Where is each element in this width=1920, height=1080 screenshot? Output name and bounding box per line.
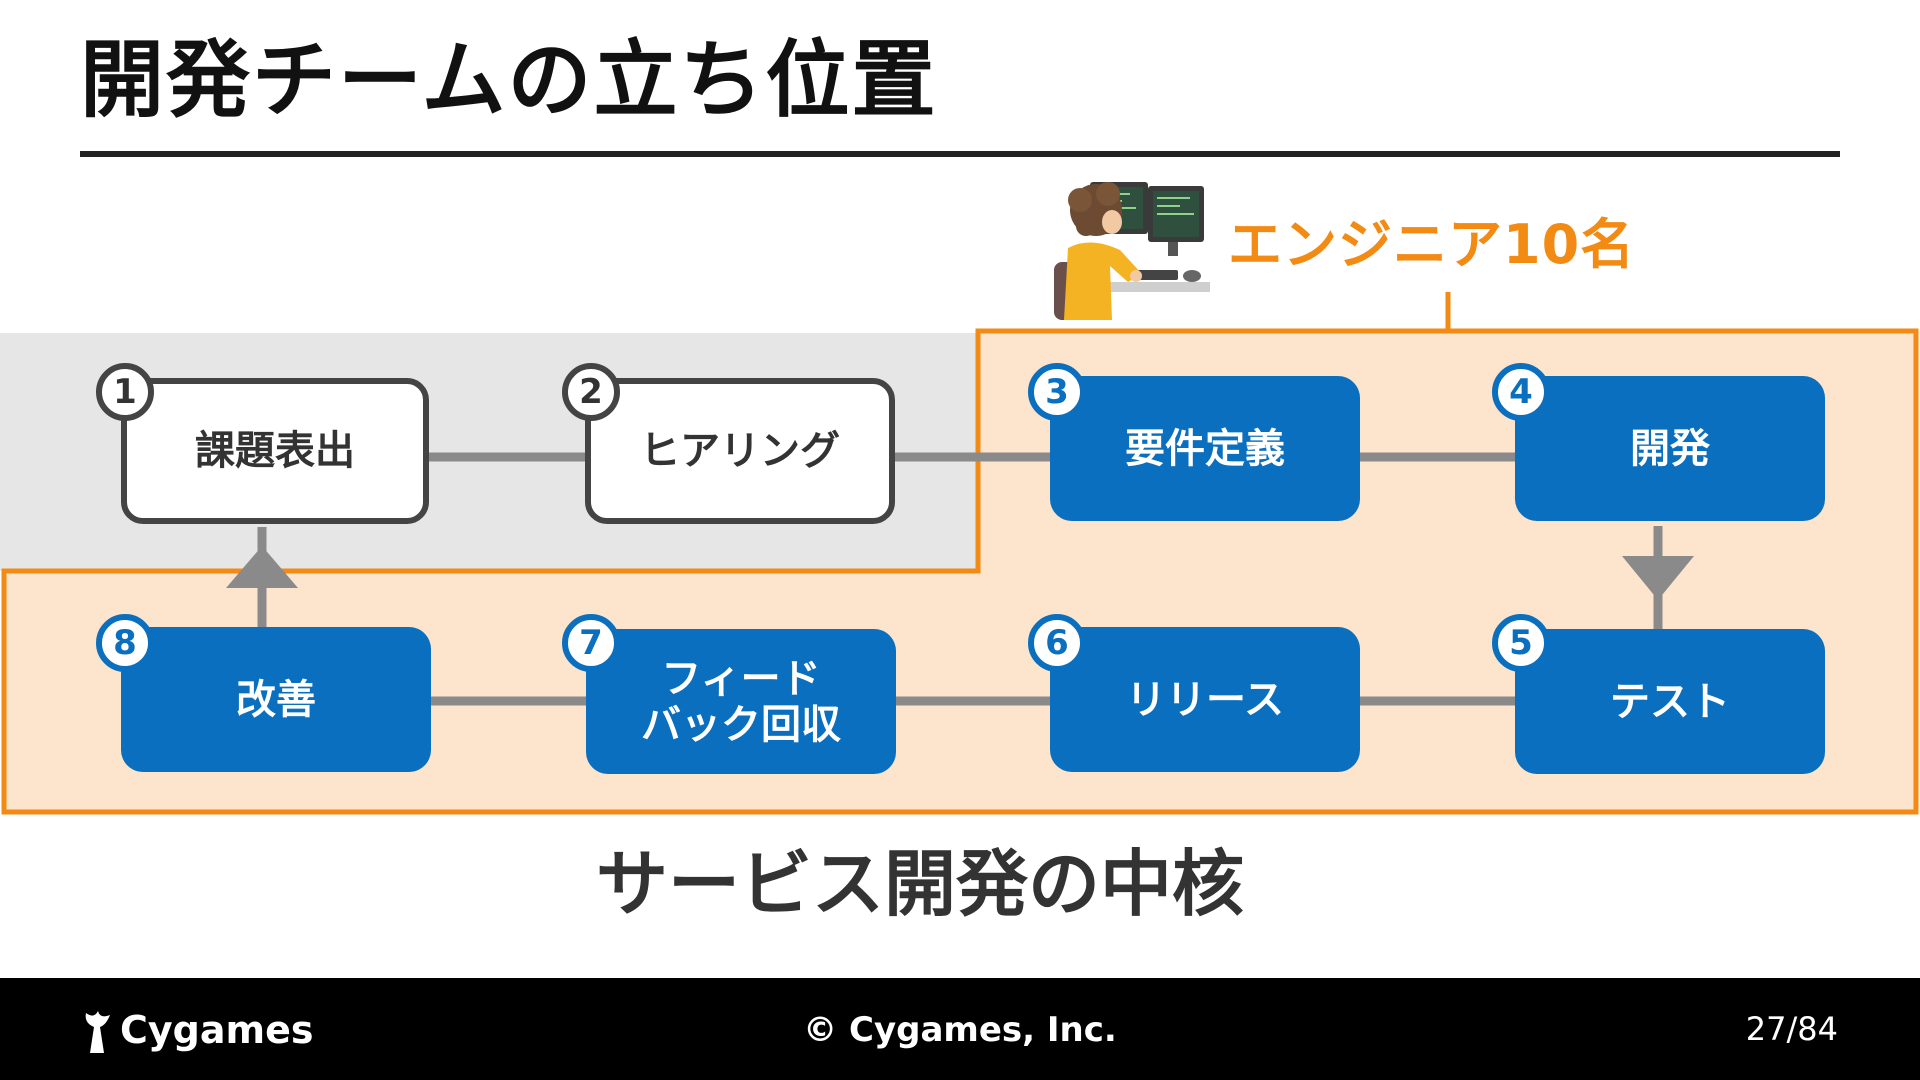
step-node-1: 課題表出 <box>121 378 429 524</box>
step-node-4: 開発 <box>1515 376 1825 521</box>
step-label-3: 要件定義 <box>1125 425 1285 472</box>
slide-title: 開発チームの立ち位置 <box>80 31 938 129</box>
step-number-badge-7: 7 <box>562 614 620 672</box>
step-label-7: フィード バック回収 <box>641 655 841 748</box>
step-number-badge-5: 5 <box>1492 614 1550 672</box>
step-number-badge-1: 1 <box>96 363 154 421</box>
step-number-badge-3: 3 <box>1028 363 1086 421</box>
step-number-badge-2: 2 <box>562 363 620 421</box>
step-label-8: 改善 <box>236 676 316 723</box>
step-label-2: ヒアリング <box>640 428 840 474</box>
cygames-logo-icon <box>85 1011 110 1053</box>
step-label-6: リリース <box>1126 676 1284 723</box>
step-label-4: 開発 <box>1630 425 1710 472</box>
engineer-illustration-icon <box>1054 182 1210 320</box>
step-node-6: リリース <box>1050 627 1360 772</box>
step-node-2: ヒアリング <box>585 378 895 524</box>
arrow-down-icon <box>1622 556 1694 600</box>
slide-subtitle: サービス開発の中核 <box>595 842 1244 926</box>
title-divider <box>80 151 1840 157</box>
step-label-1: 課題表出 <box>195 428 355 474</box>
arrow-up-icon <box>226 546 298 588</box>
company-logo-text: Cygames <box>120 1008 314 1052</box>
footer-bar: Cygames © Cygames, Inc. 27/84 <box>0 978 1920 1080</box>
step-node-3: 要件定義 <box>1050 376 1360 521</box>
step-number-badge-6: 6 <box>1028 614 1086 672</box>
step-node-7: フィード バック回収 <box>586 629 896 774</box>
step-number-badge-4: 4 <box>1492 363 1550 421</box>
engineer-count-label: エンジニア10名 <box>1228 213 1636 276</box>
copyright-text: © Cygames, Inc. <box>803 1010 1117 1050</box>
step-label-5: テスト <box>1610 678 1730 725</box>
step-node-5: テスト <box>1515 629 1825 774</box>
page-number: 27/84 <box>1745 1010 1838 1048</box>
step-node-8: 改善 <box>121 627 431 772</box>
step-number-badge-8: 8 <box>96 614 154 672</box>
company-logo: Cygames <box>80 1000 314 1060</box>
engineer-scope-region <box>1 328 1919 815</box>
